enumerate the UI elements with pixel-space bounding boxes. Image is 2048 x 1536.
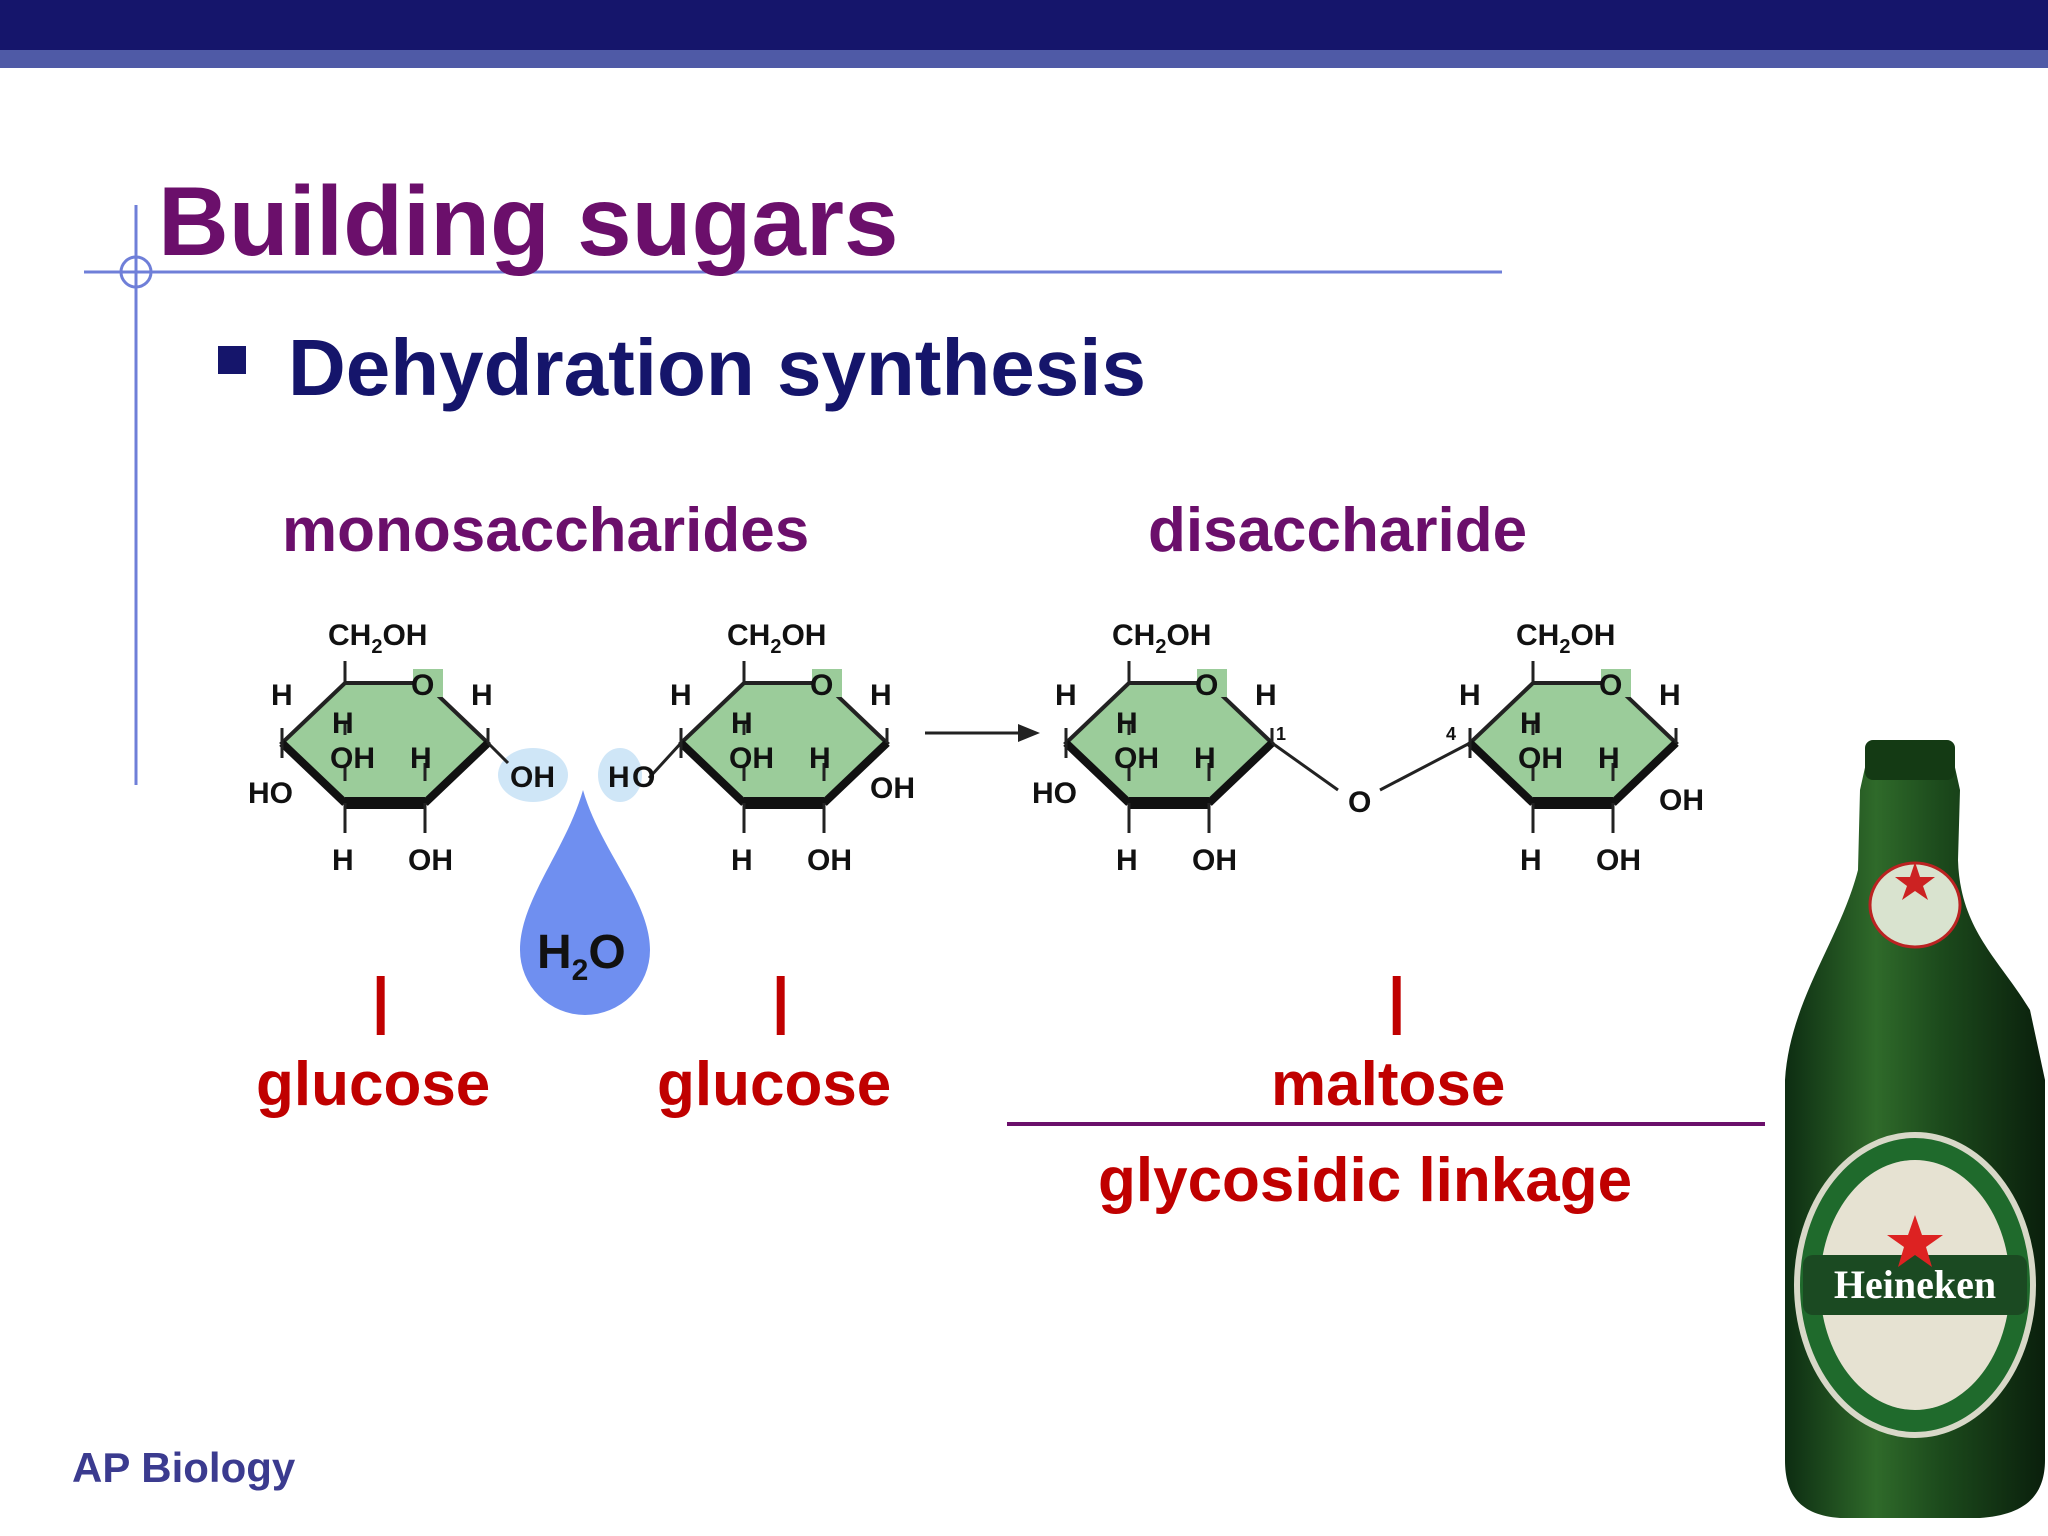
ring4-o: O [1599, 669, 1622, 702]
ring1-ch2oh: CH2OH [328, 619, 427, 658]
ring3-ch2oh: CH2OH [1112, 619, 1211, 658]
ring4-h-inner2: H [1598, 742, 1620, 775]
ring3-h-inner: H [1116, 707, 1138, 740]
ring1-ho: HO [248, 777, 293, 810]
ring2-h-left: H [670, 679, 692, 712]
h-highlight [598, 748, 642, 802]
slide-title: Building sugars [158, 166, 899, 276]
ring1-h-right: H [471, 679, 493, 712]
glycosidic-bond-left [1271, 741, 1339, 792]
ring3-h-inner2: H [1194, 742, 1216, 775]
ring1-o: O [411, 669, 434, 702]
ring2-h-right: H [870, 679, 892, 712]
ring4-h-left: H [1459, 679, 1481, 712]
ring4-oh-right: OH [1659, 784, 1704, 817]
ring4-ch2oh: CH2OH [1516, 619, 1615, 658]
ring2-h-bottom: H [731, 844, 753, 877]
glycosidic-linkage-label: glycosidic linkage [1098, 1146, 1633, 1215]
ring2-h-inner: H [731, 707, 753, 740]
square-bullet-icon [218, 346, 246, 374]
carbon-1-label: 1 [1276, 724, 1286, 744]
disaccharide-heading: disaccharide [1148, 496, 1528, 565]
header-bar [0, 0, 2048, 50]
ring2-o: O [810, 669, 833, 702]
monosaccharides-heading: monosaccharides [282, 496, 810, 565]
header-bar-accent [0, 50, 2048, 68]
ring1-oh-removed: OH [510, 761, 555, 794]
svg-text:Heineken: Heineken [1834, 1262, 1996, 1307]
ring3-h-left: H [1055, 679, 1077, 712]
oh-highlight [498, 748, 568, 802]
ring3-oh-inner: OH [1114, 742, 1159, 775]
reaction-arrow [925, 724, 1040, 742]
ring4-h-inner: H [1520, 707, 1542, 740]
ring3-ho: HO [1032, 777, 1077, 810]
ring1-h-left: H [271, 679, 293, 712]
ring2-h-removed: H [608, 761, 630, 794]
ring2-oh-inner: OH [729, 742, 774, 775]
ring3-h-right: H [1255, 679, 1277, 712]
ring4-oh-inner: OH [1518, 742, 1563, 775]
ring3-h-bottom: H [1116, 844, 1138, 877]
water-label: H2O [537, 926, 626, 987]
footer-label: AP Biology [72, 1444, 296, 1491]
ring3-o: O [1195, 669, 1218, 702]
glucose-1-tick: | [372, 966, 390, 1035]
ring4-h-bottom: H [1520, 844, 1542, 877]
bullet-text: Dehydration synthesis [288, 323, 1147, 412]
ring2-oh-bottom: OH [807, 844, 852, 877]
ring3-oh-bottom: OH [1192, 844, 1237, 877]
carbon-4-label: 4 [1446, 724, 1456, 744]
maltose-tick: | [1388, 966, 1406, 1035]
ring2-h-inner2: H [809, 742, 831, 775]
ring4-h-right: H [1659, 679, 1681, 712]
ring2-o-left: O [632, 761, 655, 794]
ring2-ch2oh: CH2OH [727, 619, 826, 658]
maltose-label: maltose [1271, 1050, 1506, 1119]
glucose-2-tick: | [772, 966, 790, 1035]
ring1-h-bottom: H [332, 844, 354, 877]
ring1-h-inner: H [332, 707, 354, 740]
crosshair-icon [119, 255, 153, 289]
ring4-oh-bottom: OH [1596, 844, 1641, 877]
glycosidic-bond-right [1379, 741, 1471, 792]
glucose-2-label: glucose [657, 1050, 892, 1119]
ring1-h-inner2: H [410, 742, 432, 775]
ring2-oh-right: OH [870, 772, 915, 805]
ring1-oh-bottom: OH [408, 844, 453, 877]
glucose-1-label: glucose [256, 1050, 491, 1119]
water-drop-icon [520, 790, 650, 1015]
ring1-oh-inner: OH [330, 742, 375, 775]
bridge-oxygen: O [1348, 786, 1371, 819]
